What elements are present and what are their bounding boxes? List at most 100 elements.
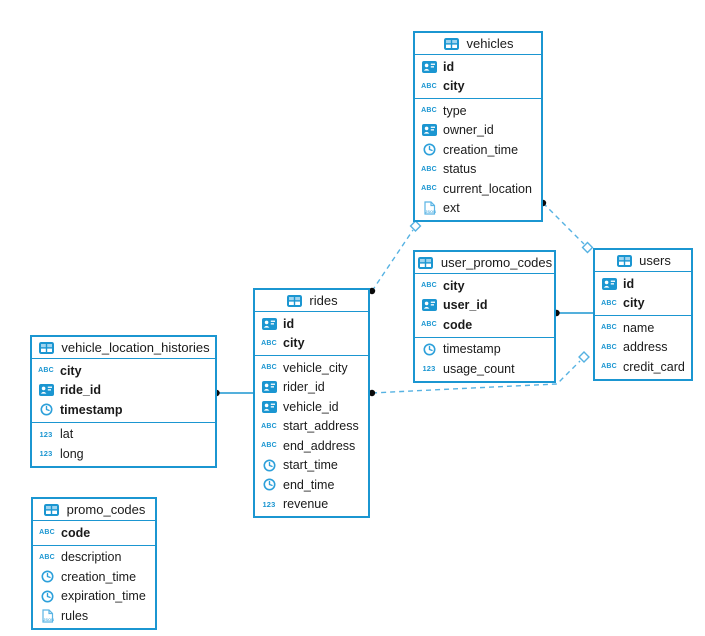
column-row[interactable]: ABC city — [255, 334, 368, 354]
column-row[interactable]: ABC end_address — [255, 436, 368, 456]
table-promo-codes[interactable]: promo_codes ABC code ABC description cre… — [31, 497, 157, 630]
column-row[interactable]: creation_time — [33, 567, 155, 587]
clock-icon — [38, 570, 56, 583]
column-name: creation_time — [443, 142, 519, 157]
abc-icon: ABC — [261, 442, 277, 450]
column-name: city — [443, 79, 465, 93]
abc-icon: ABC — [601, 363, 617, 371]
column-row[interactable]: timestamp — [415, 340, 554, 360]
column-row[interactable]: vehicle_id — [255, 397, 368, 417]
column-name: city — [443, 278, 465, 293]
column-row[interactable]: start_time — [255, 456, 368, 476]
uuid-icon — [420, 124, 438, 137]
table-header-promo-codes[interactable]: promo_codes — [33, 499, 155, 521]
table-header-vehicle-location-histories[interactable]: vehicle_location_histories — [32, 337, 215, 359]
table-icon — [417, 256, 435, 269]
column-row[interactable]: timestamp — [32, 400, 215, 420]
abc-icon: ABC — [601, 299, 617, 307]
column-name: current_location — [443, 181, 532, 196]
column-name: expiration_time — [61, 589, 146, 603]
table-vehicle-location-histories[interactable]: vehicle_location_histories ABC city ride… — [30, 335, 217, 468]
column-name: status — [443, 162, 477, 176]
column-row[interactable]: ABC address — [595, 338, 691, 358]
table-icon — [285, 294, 303, 307]
table-users[interactable]: users id ABC city ABC name ABC address A… — [593, 248, 693, 381]
table-header-user-promo-codes[interactable]: user_promo_codes — [415, 252, 554, 274]
dot-marker-rides-right — [368, 389, 376, 397]
abc-icon: ABC — [421, 107, 437, 115]
column-name: city — [60, 363, 82, 378]
clock-icon — [38, 590, 56, 603]
diamond-marker-users-left — [578, 351, 590, 363]
column-row[interactable]: JSON rules — [33, 606, 155, 626]
table-user-promo-codes[interactable]: user_promo_codes ABC city user_id ABC co… — [413, 250, 556, 383]
column-row[interactable]: ABC code — [33, 523, 155, 543]
column-name: end_address — [283, 438, 356, 453]
diamond-marker-vehicles — [409, 220, 422, 232]
column-row[interactable]: ABC type — [415, 101, 541, 121]
column-name: code — [61, 525, 91, 540]
table-icon — [443, 37, 461, 50]
clock-icon — [420, 343, 438, 356]
abc-icon: ABC — [261, 364, 277, 372]
table-vehicles[interactable]: vehicles id ABC city ABC type owner_id — [413, 31, 543, 222]
column-row[interactable]: ABC code — [415, 315, 554, 335]
123-icon: 123 — [39, 449, 53, 459]
column-row[interactable]: ABC credit_card — [595, 357, 691, 377]
column-row[interactable]: expiration_time — [33, 587, 155, 607]
column-row[interactable]: 123 lat — [32, 425, 215, 445]
column-name: name — [623, 320, 655, 335]
table-header-users[interactable]: users — [595, 250, 691, 272]
column-row[interactable]: 123 revenue — [255, 495, 368, 515]
column-name: credit_card — [623, 359, 685, 374]
column-name: city — [283, 336, 305, 350]
relationship-rides-vehicles[interactable] — [371, 229, 414, 292]
column-name: type — [443, 103, 467, 118]
dot-marker-rides — [368, 287, 376, 295]
column-row[interactable]: rider_id — [255, 378, 368, 398]
table-rides[interactable]: rides id ABC city ABC vehicle_city rider… — [253, 288, 370, 518]
column-row[interactable]: id — [415, 57, 541, 77]
table-name: vehicle_location_histories — [61, 340, 210, 355]
table-name: promo_codes — [66, 502, 146, 517]
abc-icon: ABC — [601, 343, 617, 351]
column-row[interactable]: ABC city — [415, 276, 554, 296]
table-name: vehicles — [466, 36, 514, 51]
column-name: end_time — [283, 477, 335, 492]
column-row[interactable]: 123 long — [32, 444, 215, 464]
json-icon: JSON — [38, 609, 56, 623]
column-name: id — [283, 316, 295, 331]
column-row[interactable]: ABC status — [415, 160, 541, 180]
column-row[interactable]: ABC city — [32, 361, 215, 381]
column-row[interactable]: ride_id — [32, 381, 215, 401]
column-name: code — [443, 317, 473, 332]
relationship-rides-users[interactable] — [371, 360, 581, 394]
column-row[interactable]: ABC vehicle_city — [255, 358, 368, 378]
column-name: id — [443, 59, 455, 74]
column-row[interactable]: end_time — [255, 475, 368, 495]
column-name: description — [61, 550, 122, 564]
relationship-vehicles-users[interactable] — [542, 202, 585, 245]
123-icon: 123 — [39, 429, 53, 439]
abc-icon: ABC — [421, 185, 437, 193]
uuid-icon — [260, 400, 278, 413]
column-row[interactable]: ABC city — [415, 77, 541, 97]
column-row[interactable]: JSON ext — [415, 199, 541, 219]
column-name: lat — [60, 427, 74, 441]
column-row[interactable]: ABC city — [595, 294, 691, 314]
clock-icon — [420, 143, 438, 156]
column-row[interactable]: owner_id — [415, 121, 541, 141]
column-row[interactable]: ABC start_address — [255, 417, 368, 437]
table-header-vehicles[interactable]: vehicles — [415, 33, 541, 55]
column-row[interactable]: 123 usage_count — [415, 359, 554, 379]
column-row[interactable]: creation_time — [415, 140, 541, 160]
column-row[interactable]: ABC name — [595, 318, 691, 338]
column-row[interactable]: user_id — [415, 296, 554, 316]
column-row[interactable]: ABC description — [33, 548, 155, 568]
column-row[interactable]: id — [595, 274, 691, 294]
table-header-rides[interactable]: rides — [255, 290, 368, 312]
column-row[interactable]: ABC current_location — [415, 179, 541, 199]
column-name: usage_count — [443, 361, 515, 376]
column-row[interactable]: id — [255, 314, 368, 334]
